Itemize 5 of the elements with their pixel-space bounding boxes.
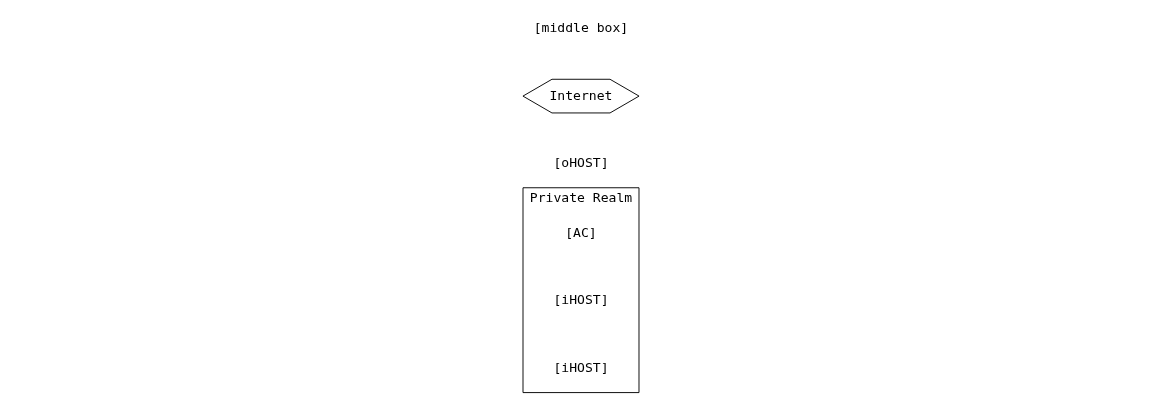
node-text: [middle box] bbox=[533, 20, 629, 36]
node-text: [iHOST] bbox=[553, 359, 609, 375]
node-text: [AC] bbox=[565, 225, 597, 241]
node-text: [iHOST] bbox=[553, 292, 609, 308]
node-text: [oHOST] bbox=[553, 154, 609, 170]
